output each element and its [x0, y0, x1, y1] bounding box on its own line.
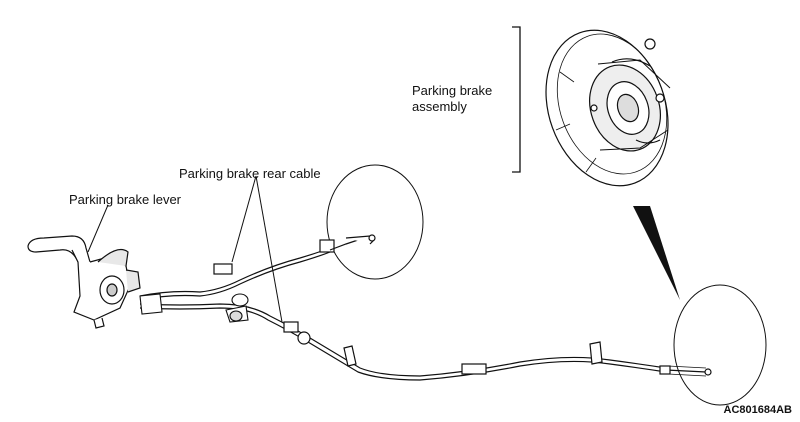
- cable-equalizer: [139, 293, 249, 323]
- detail-circle-upper: [326, 164, 424, 280]
- parking-brake-assembly: [545, 29, 671, 187]
- assembly-label-line2: assembly: [412, 99, 467, 114]
- leader-rear-cable-2: [255, 175, 283, 323]
- rear-cable-label: Parking brake rear cable: [179, 166, 321, 181]
- figure-code: AC801684AB: [723, 404, 792, 416]
- leader-rear-cable-1: [231, 175, 257, 263]
- assembly-label: Parking brake assembly: [412, 83, 502, 115]
- rear-cable-lower: [139, 303, 712, 381]
- rear-cable-upper: [139, 234, 376, 301]
- detail-circle-lower: [673, 284, 767, 406]
- assembly-bracket: [512, 26, 521, 173]
- leader-lever: [87, 204, 109, 253]
- lever-label: Parking brake lever: [69, 192, 181, 207]
- parking-brake-lever: [27, 235, 141, 329]
- assembly-label-line1: Parking brake: [412, 83, 493, 98]
- pointer-wedge: [633, 206, 680, 300]
